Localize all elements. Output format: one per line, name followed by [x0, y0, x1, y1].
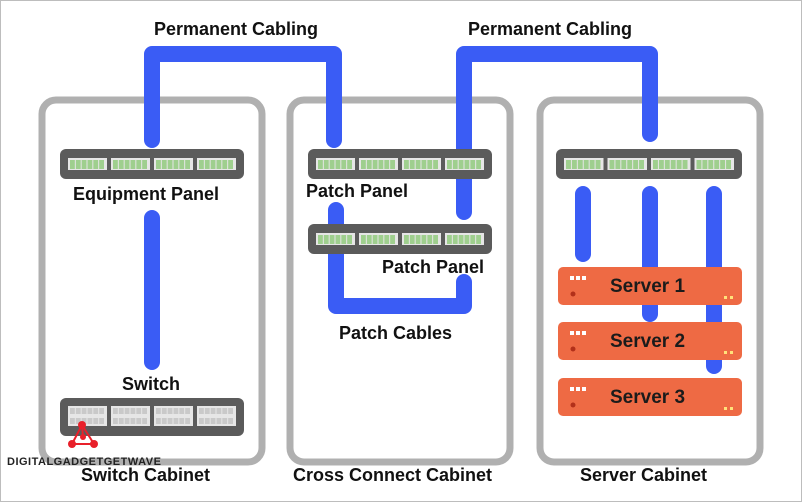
permanent-cabling-right-label: Permanent Cabling	[468, 19, 633, 39]
patch-cable	[328, 202, 472, 314]
switch-cabinet-label: Switch Cabinet	[81, 465, 211, 485]
patch-panel-bottom	[308, 224, 492, 254]
server-cabinet-label: Server Cabinet	[580, 465, 708, 485]
switch-label: Switch	[122, 374, 181, 394]
server-1-label: Server 1	[610, 276, 686, 297]
patch-panel-top	[308, 149, 492, 179]
equipment-panel	[60, 149, 244, 179]
watermark-text: DIGITALGADGETGETWAVE	[7, 456, 162, 468]
cross-connect-cabinet-label: Cross Connect Cabinet	[293, 465, 493, 485]
watermark-logo-icon	[68, 421, 98, 448]
server-1-unit	[558, 267, 742, 305]
patch-panel-bottom-label: Patch Panel	[382, 257, 485, 277]
server-2-unit	[558, 322, 742, 360]
server-3-unit	[558, 378, 742, 416]
permanent-cable-right	[456, 46, 658, 220]
switch-device	[60, 398, 244, 436]
server-3-label: Server 3	[610, 387, 686, 408]
cross-connect-cabinet-outline	[286, 96, 514, 466]
equipment-panel-label: Equipment Panel	[73, 184, 220, 204]
permanent-cabling-left-label: Permanent Cabling	[154, 19, 319, 39]
permanent-cable-left	[144, 46, 342, 148]
patch-cables-label: Patch Cables	[339, 323, 453, 343]
patch-panel-top-label: Patch Panel	[306, 181, 409, 201]
server-2-label: Server 2	[610, 331, 686, 352]
server-patch-panel	[556, 149, 742, 179]
